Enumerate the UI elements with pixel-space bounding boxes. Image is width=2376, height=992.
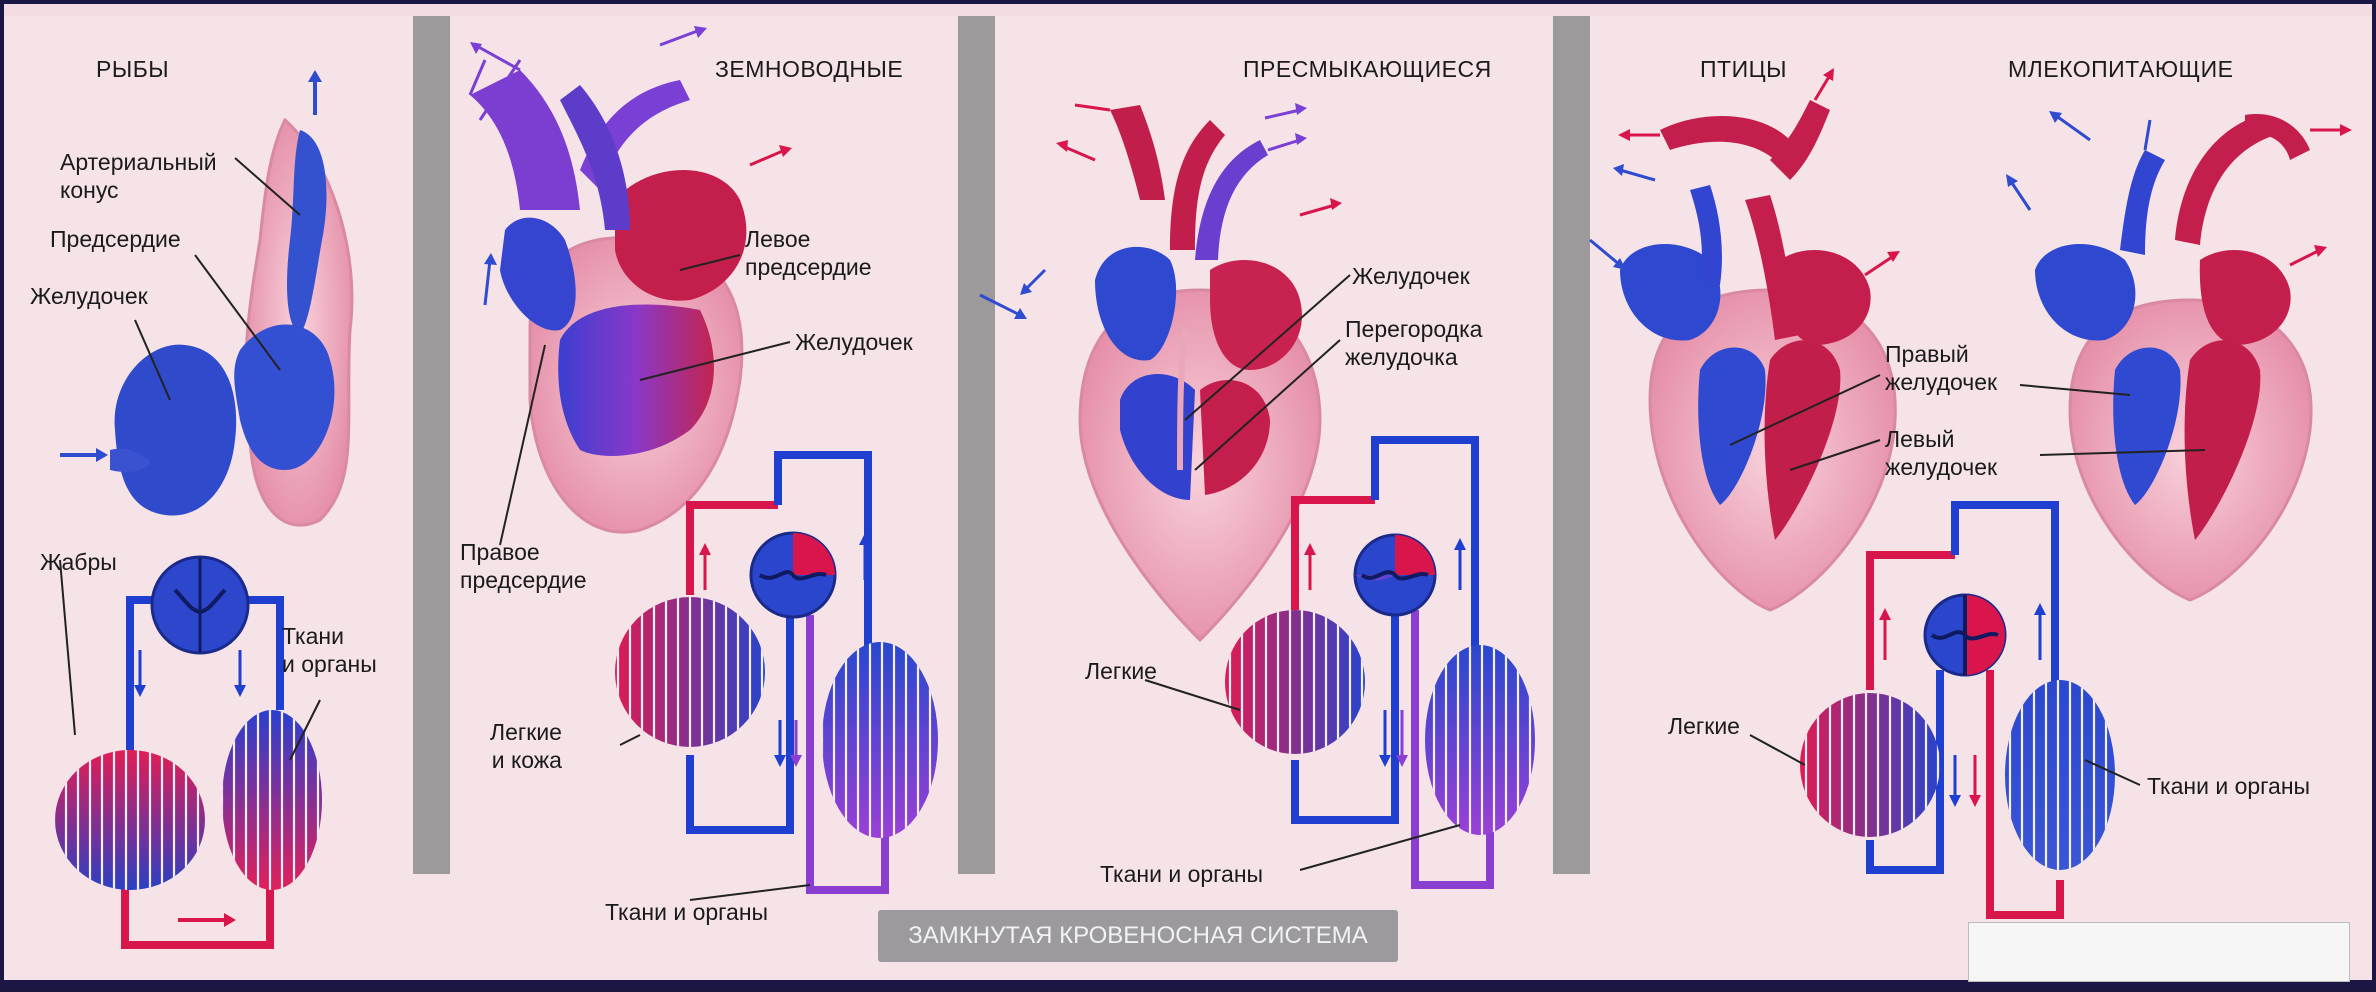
label-reptile-tissues: Ткани и органы bbox=[1100, 860, 1263, 888]
label-amphibian-tissues: Ткани и органы bbox=[605, 898, 768, 926]
label-fish-atrium: Предсердие bbox=[50, 225, 181, 253]
title-fish: РЫБЫ bbox=[96, 56, 169, 83]
divider-2 bbox=[958, 14, 995, 874]
divider-1 bbox=[413, 14, 450, 874]
label-fish-ventricle: Желудочек bbox=[30, 282, 148, 310]
label-gills: Жабры bbox=[40, 548, 117, 576]
label-left-atrium: Левое предсердие bbox=[745, 225, 872, 281]
label-amphibian-ventricle: Желудочек bbox=[795, 328, 913, 356]
label-reptile-ventricle: Желудочек bbox=[1352, 262, 1470, 290]
title-birds: ПТИЦЫ bbox=[1700, 56, 1787, 83]
label-left-ventricle: Левый желудочек bbox=[1885, 425, 1997, 481]
label-reptile-lungs: Легкие bbox=[1085, 657, 1157, 685]
title-mammals: МЛЕКОПИТАЮЩИЕ bbox=[2008, 56, 2233, 83]
label-bird-tissues: Ткани и органы bbox=[2147, 772, 2310, 800]
publisher-credits-block bbox=[1968, 922, 2350, 982]
label-arterial-cone: Артериальный конус bbox=[60, 148, 217, 204]
label-septum: Перегородка желудочка bbox=[1345, 315, 1482, 371]
label-right-atrium: Правое предсердие bbox=[460, 538, 587, 594]
title-reptiles: ПРЕСМЫКАЮЩИЕСЯ bbox=[1243, 56, 1492, 83]
label-right-ventricle: Правый желудочек bbox=[1885, 340, 1997, 396]
label-lungs-skin: Легкие и кожа bbox=[490, 718, 562, 774]
title-amphibians: ЗЕМНОВОДНЫЕ bbox=[715, 56, 903, 83]
label-bird-lungs: Легкие bbox=[1668, 712, 1740, 740]
banner-closed-circulatory-system: ЗАМКНУТАЯ КРОВЕНОСНАЯ СИСТЕМА bbox=[878, 910, 1398, 962]
label-fish-tissues: Ткани и органы bbox=[282, 622, 377, 678]
divider-3 bbox=[1553, 14, 1590, 874]
